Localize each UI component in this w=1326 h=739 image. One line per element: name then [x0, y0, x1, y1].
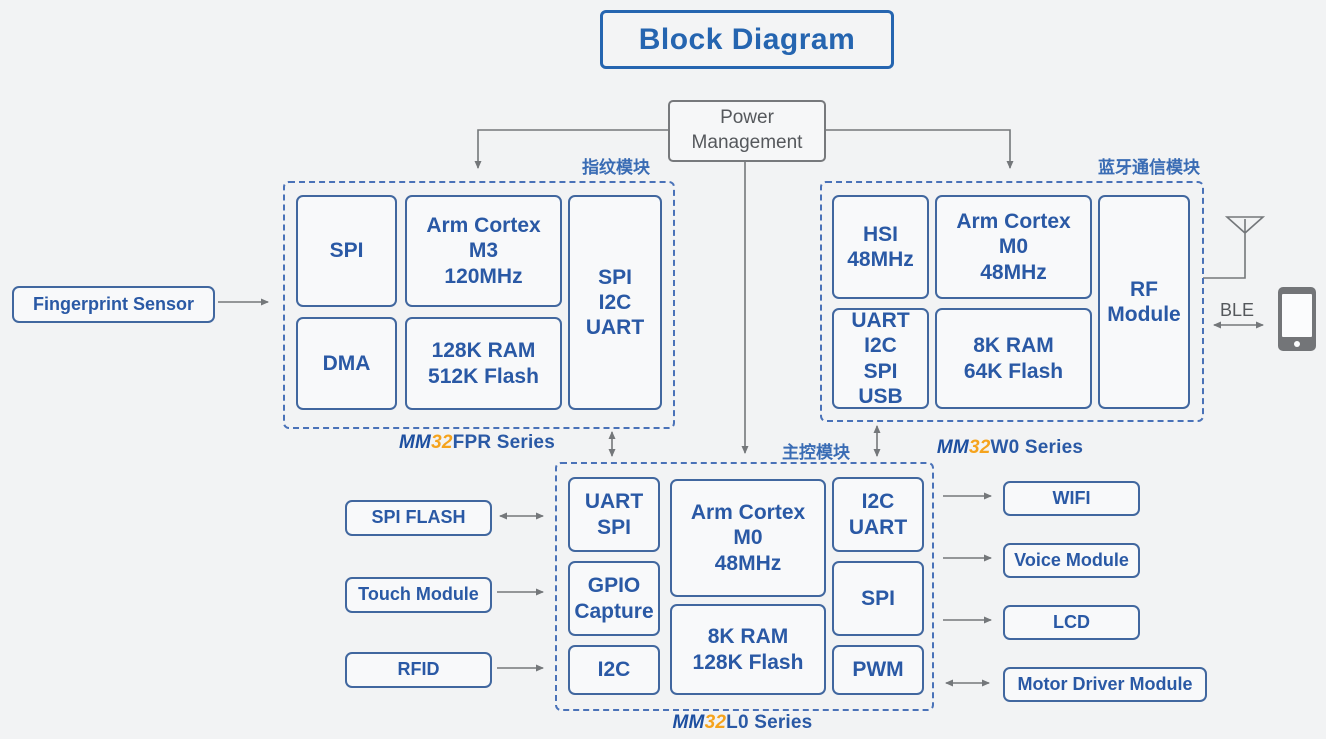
voice-module-box: Voice Module: [1003, 543, 1140, 578]
power-management-label-line1: Power: [720, 107, 774, 129]
touch-module-box: Touch Module: [345, 577, 492, 613]
series-rest: W0 Series: [990, 437, 1084, 458]
series-num: 32: [704, 712, 727, 733]
ble-label: BLE: [1219, 300, 1255, 320]
main-pwm-block: PWM: [832, 645, 924, 695]
diagram-title: Block Diagram: [638, 22, 856, 56]
fingerprint-module-frame: [283, 181, 675, 429]
arrow-power-to-bluetooth: [822, 129, 1014, 169]
motor-driver-module-label: Motor Driver Module: [1017, 673, 1193, 694]
fingerprint-spi-block: SPI: [296, 195, 397, 307]
fingerprint-series-label: MM32FPR Series: [283, 432, 671, 454]
main-i2c-block: I2C: [568, 645, 660, 695]
rfid-label: RFID: [397, 659, 440, 680]
fingerprint-module-tag: 指纹模块: [582, 158, 650, 177]
series-mm: MM: [936, 437, 969, 458]
series-mm: MM: [399, 432, 432, 453]
lcd-label: LCD: [1053, 611, 1090, 632]
spi-flash-label: SPI FLASH: [371, 507, 466, 528]
power-management-box: Power Management: [668, 100, 826, 162]
bluetooth-module-frame: [820, 181, 1204, 422]
phone-home-button: [1294, 341, 1300, 347]
motor-driver-module-box: Motor Driver Module: [1003, 667, 1207, 702]
series-num: 32: [968, 437, 991, 458]
main-spi-block: SPI: [832, 561, 924, 636]
phone-icon: [1278, 287, 1316, 351]
rfid-box: RFID: [345, 652, 492, 688]
bluetooth-series-label: MM32W0 Series: [820, 437, 1200, 459]
fingerprint-sensor-box: Fingerprint Sensor: [12, 286, 215, 323]
fingerprint-sensor-label: Fingerprint Sensor: [32, 293, 194, 314]
series-num: 32: [431, 432, 453, 453]
main-series-label: MM32L0 Series: [555, 712, 930, 734]
antenna-icon: [1203, 216, 1266, 279]
main-module-tag: 主控模块: [782, 443, 850, 462]
wifi-box: WIFI: [1003, 481, 1140, 516]
main-module-frame: [555, 462, 934, 711]
fingerprint-dma-block: DMA: [296, 317, 397, 410]
diagram-title-box: Block Diagram: [600, 10, 894, 69]
spi-flash-box: SPI FLASH: [345, 500, 492, 536]
lcd-box: LCD: [1003, 605, 1140, 640]
series-rest: FPR Series: [452, 432, 555, 453]
touch-module-label: Touch Module: [358, 584, 479, 605]
series-mm: MM: [672, 712, 705, 733]
phone-screen: [1282, 294, 1312, 337]
power-management-label-line2: Management: [691, 132, 803, 153]
series-rest: L0 Series: [726, 712, 813, 733]
bluetooth-module-tag: 蓝牙通信模块: [1098, 158, 1200, 177]
wifi-label: WIFI: [1052, 487, 1091, 508]
voice-module-label: Voice Module: [1014, 549, 1129, 570]
